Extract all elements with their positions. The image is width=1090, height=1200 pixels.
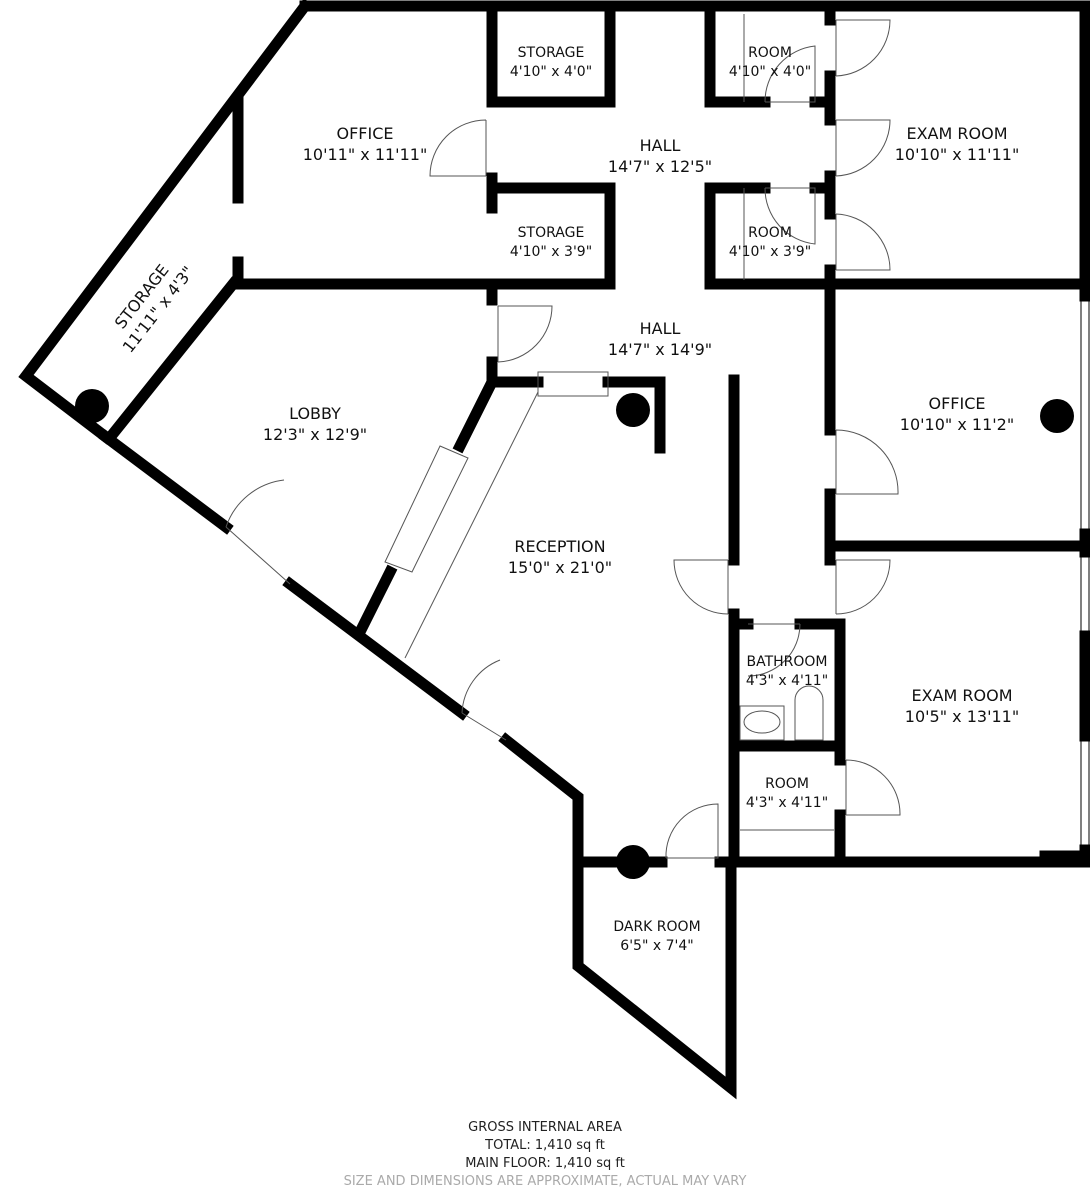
windows xyxy=(1080,15,1090,847)
room-dims: 4'3" x 4'11" xyxy=(745,795,829,811)
door-dark-room xyxy=(665,803,719,859)
room-name: HALL xyxy=(639,319,681,338)
door-bathroom xyxy=(747,623,801,677)
room-name: OFFICE xyxy=(336,124,394,143)
room-name: ROOM xyxy=(748,45,792,61)
door-exam-2a xyxy=(835,559,891,615)
room-label-hall-2: HALL 14'7" x 14'9" xyxy=(608,318,712,360)
room-name: DARK ROOM xyxy=(613,919,701,935)
door-office-2 xyxy=(835,429,899,495)
room-dims: 14'7" x 14'9" xyxy=(607,340,713,359)
room-dims: 10'11" x 11'11" xyxy=(302,145,428,164)
room-name: OFFICE xyxy=(928,394,986,413)
door-room-2 xyxy=(764,187,816,245)
room-dims: 4'10" x 4'0" xyxy=(728,64,812,80)
room-name: ROOM xyxy=(748,225,792,241)
room-name: ROOM xyxy=(765,776,809,792)
door-exam-1a xyxy=(835,19,891,77)
room-label-storage-2: STORAGE 4'10" x 3'9" xyxy=(510,224,592,262)
room-dims: 4'10" x 3'9" xyxy=(509,244,593,260)
room-label-office-1: OFFICE 10'11" x 11'11" xyxy=(303,123,428,165)
room-dims: 14'7" x 12'5" xyxy=(607,157,713,176)
room-label-hall-1: HALL 14'7" x 12'5" xyxy=(608,135,712,177)
columns xyxy=(75,389,1074,879)
room-label-dark-room: DARK ROOM 6'5" x 7'4" xyxy=(613,918,700,956)
room-label-room-2: ROOM 4'10" x 3'9" xyxy=(729,224,811,262)
room-dims: 10'5" x 13'11" xyxy=(904,707,1020,726)
room-dims: 12'3" x 12'9" xyxy=(262,425,368,444)
door-room-1 xyxy=(764,45,816,103)
room-dims: 6'5" x 7'4" xyxy=(620,938,694,954)
door-office-1 xyxy=(429,119,487,177)
walls xyxy=(18,0,1090,1100)
area-summary: GROSS INTERNAL AREA TOTAL: 1,410 sq ft M… xyxy=(0,1119,1090,1191)
room-label-exam-room-1: EXAM ROOM 10'10" x 11'11" xyxy=(895,123,1020,165)
room-name: STORAGE xyxy=(517,225,585,241)
room-label-lobby: LOBBY 12'3" x 12'9" xyxy=(263,403,367,445)
door-room-3 xyxy=(845,759,901,816)
room-label-room-3: ROOM 4'3" x 4'11" xyxy=(746,775,828,813)
room-name: STORAGE xyxy=(517,45,585,61)
room-label-bathroom: BATHROOM 4'3" x 4'11" xyxy=(746,653,828,691)
room-name: RECEPTION xyxy=(514,537,606,556)
room-name: EXAM ROOM xyxy=(911,686,1013,705)
door-lobby-entrance xyxy=(225,479,291,585)
room-name: LOBBY xyxy=(289,404,341,423)
summary-disclaimer: SIZE AND DIMENSIONS ARE APPROXIMATE, ACT… xyxy=(343,1174,747,1189)
room-dims: 4'10" x 4'0" xyxy=(509,64,593,80)
room-label-storage-1: STORAGE 4'10" x 4'0" xyxy=(510,44,592,82)
summary-main-floor: MAIN FLOOR: 1,410 sq ft xyxy=(465,1156,625,1171)
summary-total: TOTAL: 1,410 sq ft xyxy=(485,1138,605,1153)
room-dims: 4'10" x 3'9" xyxy=(728,244,812,260)
room-name: EXAM ROOM xyxy=(906,124,1008,143)
door-exam-1b xyxy=(835,119,891,177)
room-dims: 10'10" x 11'11" xyxy=(894,145,1020,164)
doors xyxy=(225,14,901,859)
room-label-office-2: OFFICE 10'10" x 11'2" xyxy=(900,393,1014,435)
room-dims: 4'3" x 4'11" xyxy=(745,673,829,689)
room-label-exam-room-2: EXAM ROOM 10'5" x 13'11" xyxy=(905,685,1019,727)
door-reception xyxy=(673,559,729,615)
room-name: HALL xyxy=(639,136,681,155)
room-label-room-1: ROOM 4'10" x 4'0" xyxy=(729,44,811,82)
room-dims: 10'10" x 11'2" xyxy=(899,415,1015,434)
door-exam-1c xyxy=(835,213,891,271)
room-name: BATHROOM xyxy=(746,654,828,670)
door-hall-2 xyxy=(497,305,553,363)
door-reception-entrance xyxy=(461,659,507,741)
summary-heading: GROSS INTERNAL AREA xyxy=(468,1120,622,1135)
room-dims: 15'0" x 21'0" xyxy=(507,558,613,577)
room-label-reception: RECEPTION 15'0" x 21'0" xyxy=(508,536,612,578)
